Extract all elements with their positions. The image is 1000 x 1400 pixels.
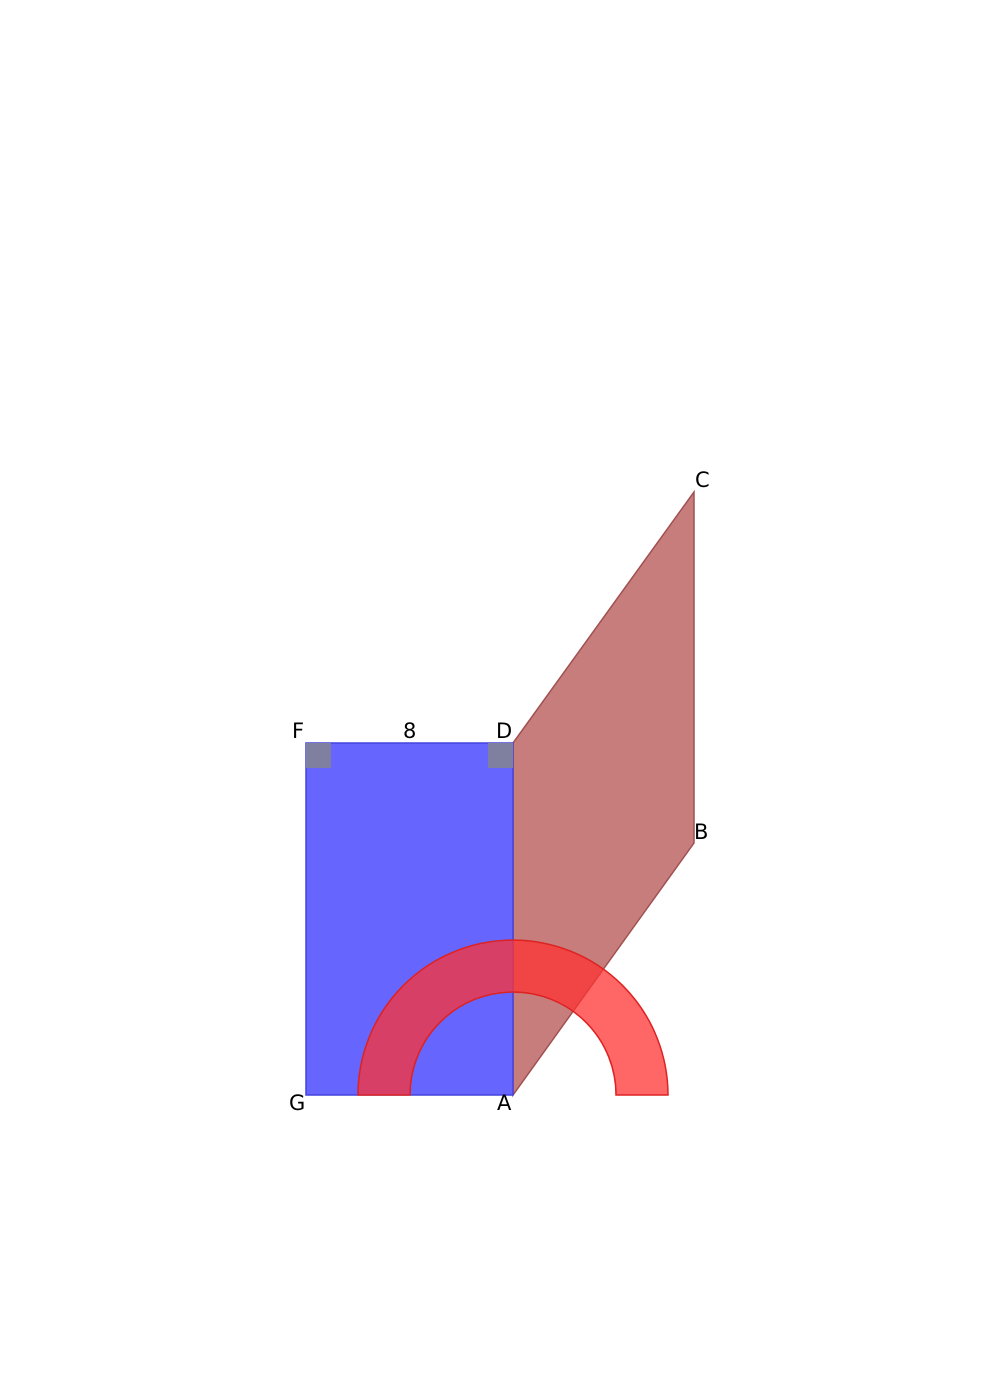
- label-side-fd: 8: [403, 719, 416, 743]
- label-point-b: B: [694, 820, 708, 844]
- label-point-f: F: [292, 719, 304, 743]
- right-angle-marker-d: [488, 743, 513, 768]
- label-point-a: A: [497, 1091, 512, 1115]
- label-point-g: G: [289, 1091, 305, 1115]
- label-point-c: C: [695, 468, 710, 492]
- semi-annulus: [357, 939, 669, 1096]
- right-angle-marker-f: [306, 743, 331, 768]
- label-point-d: D: [496, 719, 512, 743]
